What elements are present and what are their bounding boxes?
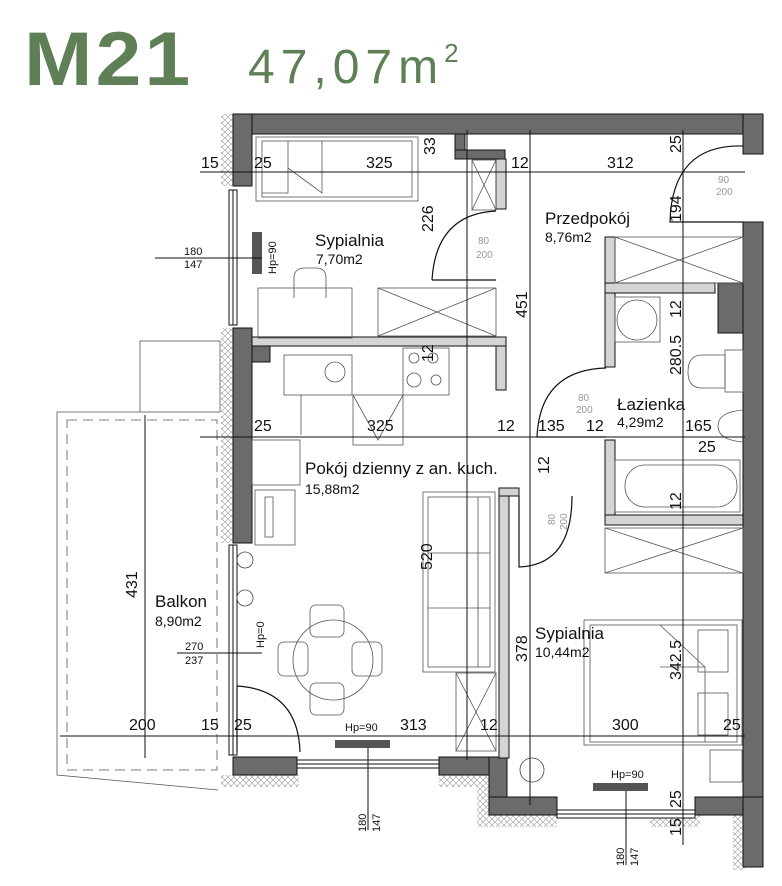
- door-width: 80: [478, 236, 490, 247]
- room-name-hall: Przedpokój: [545, 209, 630, 228]
- radiator-label: Hp=90: [611, 769, 644, 781]
- door-width: 80: [547, 513, 558, 525]
- dim-label: 12: [480, 717, 498, 734]
- dim-label: 280.5: [668, 335, 685, 375]
- dim-label: 25: [234, 717, 252, 734]
- dim-label: 135: [538, 418, 565, 435]
- radiator-label: Hp=90: [345, 722, 378, 734]
- dimension-lines: [60, 130, 745, 845]
- room-name-bathroom: Łazienka: [617, 395, 686, 414]
- window-width: 180: [184, 246, 202, 258]
- dim-label: 378: [514, 635, 531, 662]
- dim-label: 313: [400, 717, 427, 734]
- room-area-bedroom-2: 10,44m2: [535, 644, 590, 660]
- unit-code: M21: [24, 17, 194, 102]
- dim-label: 25: [668, 790, 685, 808]
- door-height: 200: [576, 405, 593, 416]
- walls-partition: [251, 158, 744, 759]
- door-width: 90: [718, 175, 730, 186]
- dim-label: 15: [201, 717, 219, 734]
- dim-label: 25: [698, 439, 716, 456]
- dim-label: 12: [536, 456, 553, 474]
- door-labels: 90 200 80 200 80 200 80 200: [476, 175, 733, 530]
- dim-label: 431: [124, 571, 141, 598]
- room-name-bedroom-1: Sypialnia: [315, 231, 385, 250]
- dim-label: 325: [367, 418, 394, 435]
- room-name-bedroom-2: Sypialnia: [535, 624, 605, 643]
- dim-label: 12: [497, 418, 515, 435]
- furniture: [56, 136, 744, 791]
- total-area-superscript: 2: [444, 38, 459, 68]
- room-area-living-room: 15,88m2: [305, 481, 360, 497]
- dim-label: 12: [586, 418, 604, 435]
- dim-label: 25: [668, 135, 685, 153]
- window-height: 237: [185, 655, 203, 667]
- window-labels: 180 147 Hp=90 270 237 Hp=0 Hp=90 180 147…: [184, 241, 644, 866]
- dim-label: 25: [254, 155, 272, 172]
- walls-structural: [232, 113, 764, 868]
- room-area-bathroom: 4,29m2: [617, 414, 664, 430]
- room-area-hall: 8,76m2: [545, 229, 592, 245]
- window-width: 180: [615, 848, 627, 866]
- dim-label: 15: [201, 155, 219, 172]
- dim-label: 300: [612, 717, 639, 734]
- dim-label: 12: [511, 155, 529, 172]
- total-area: 47,07m2: [248, 40, 459, 94]
- insulation: [221, 114, 745, 870]
- window-width: 270: [185, 641, 203, 653]
- total-area-value: 47,07m: [248, 41, 445, 94]
- dim-label: 15: [668, 818, 685, 836]
- radiator-label: Hp=0: [255, 621, 267, 648]
- plant-icon: [236, 551, 545, 783]
- door-width: 80: [578, 393, 590, 404]
- radiator-label: Hp=90: [267, 241, 279, 274]
- room-labels: Sypialnia 7,70m2 Przedpokój 8,76m2 Łazie…: [155, 209, 686, 660]
- room-area-bedroom-1: 7,70m2: [316, 251, 363, 267]
- door-height: 200: [559, 513, 570, 530]
- room-name-balcony: Balkon: [155, 592, 207, 611]
- door-height: 200: [476, 250, 493, 261]
- dim-label: 33: [422, 137, 439, 155]
- dim-label: 165: [685, 418, 712, 435]
- dim-label: 25: [254, 418, 272, 435]
- dim-label: 200: [129, 717, 156, 734]
- dim-label: 12: [668, 300, 685, 318]
- dim-label: 325: [366, 155, 393, 172]
- dim-label: 520: [419, 543, 436, 570]
- window-height: 147: [184, 259, 202, 271]
- window-height: 147: [629, 848, 641, 866]
- dimension-labels: 15 25 325 12 312 33 25 226 451 194 12 28…: [124, 135, 741, 836]
- door-height: 200: [716, 187, 733, 198]
- dim-label: 25: [723, 717, 741, 734]
- window-height: 147: [371, 814, 383, 832]
- dim-label: 12: [420, 344, 437, 362]
- dim-label: 342.5: [668, 640, 685, 680]
- door-swings: [236, 145, 744, 753]
- window-leader-lines: [155, 257, 627, 865]
- room-area-balcony: 8,90m2: [155, 613, 202, 629]
- radiators: [252, 232, 648, 791]
- dim-label: 12: [668, 492, 685, 510]
- room-name-living-room: Pokój dzienny z an. kuch.: [305, 459, 498, 478]
- dim-label: 451: [514, 291, 531, 318]
- dim-label: 226: [420, 205, 437, 232]
- dim-label: 312: [607, 155, 634, 172]
- window-width: 180: [357, 814, 369, 832]
- dim-label: 194: [668, 195, 685, 222]
